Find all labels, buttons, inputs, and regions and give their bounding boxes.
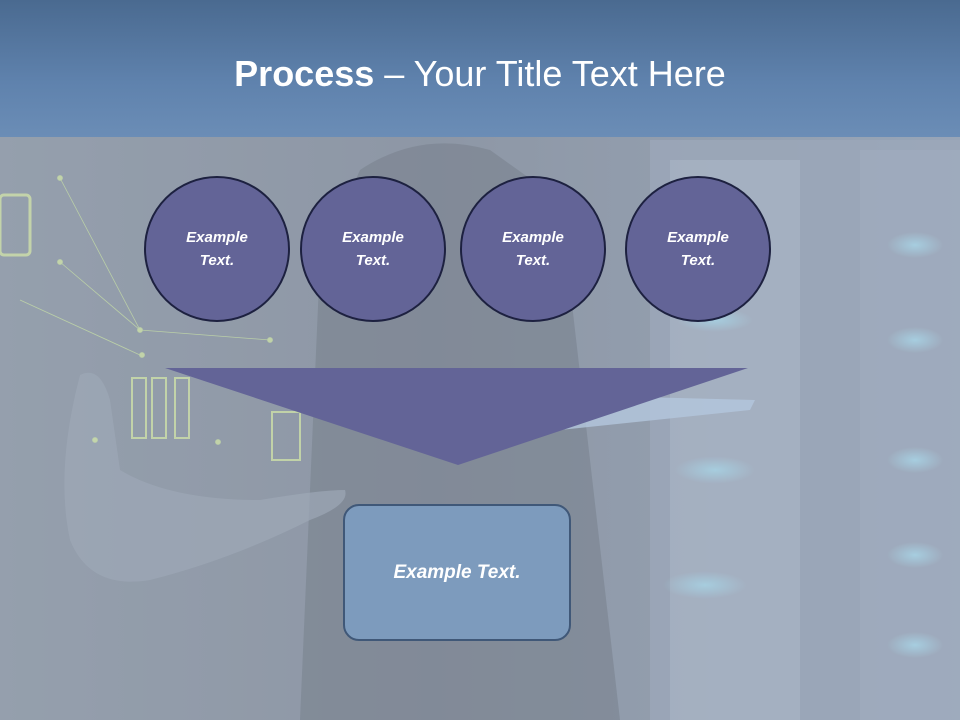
hand-icon bbox=[64, 372, 346, 582]
title-bar: Process – Your Title Text Here bbox=[0, 0, 960, 137]
data-network-icon bbox=[0, 175, 301, 461]
step-circle-3[interactable]: Example Text. bbox=[460, 176, 606, 322]
title-text: – Your Title Text Here bbox=[374, 53, 726, 94]
result-label: Example Text. bbox=[393, 561, 521, 583]
step-label-2: Example Text. bbox=[342, 229, 404, 269]
step-circle-2[interactable]: Example Text. bbox=[300, 176, 446, 322]
step-circle-4[interactable]: Example Text. bbox=[625, 176, 771, 322]
result-box[interactable]: Example Text. bbox=[343, 504, 571, 641]
step-label-1: Example Text. bbox=[186, 229, 248, 269]
step-label-3: Example Text. bbox=[502, 229, 564, 269]
slide-title: Process – Your Title Text Here bbox=[0, 52, 960, 96]
title-bold: Process bbox=[234, 53, 375, 94]
step-circle-1[interactable]: Example Text. bbox=[144, 176, 290, 322]
step-label-4: Example Text. bbox=[667, 229, 729, 269]
